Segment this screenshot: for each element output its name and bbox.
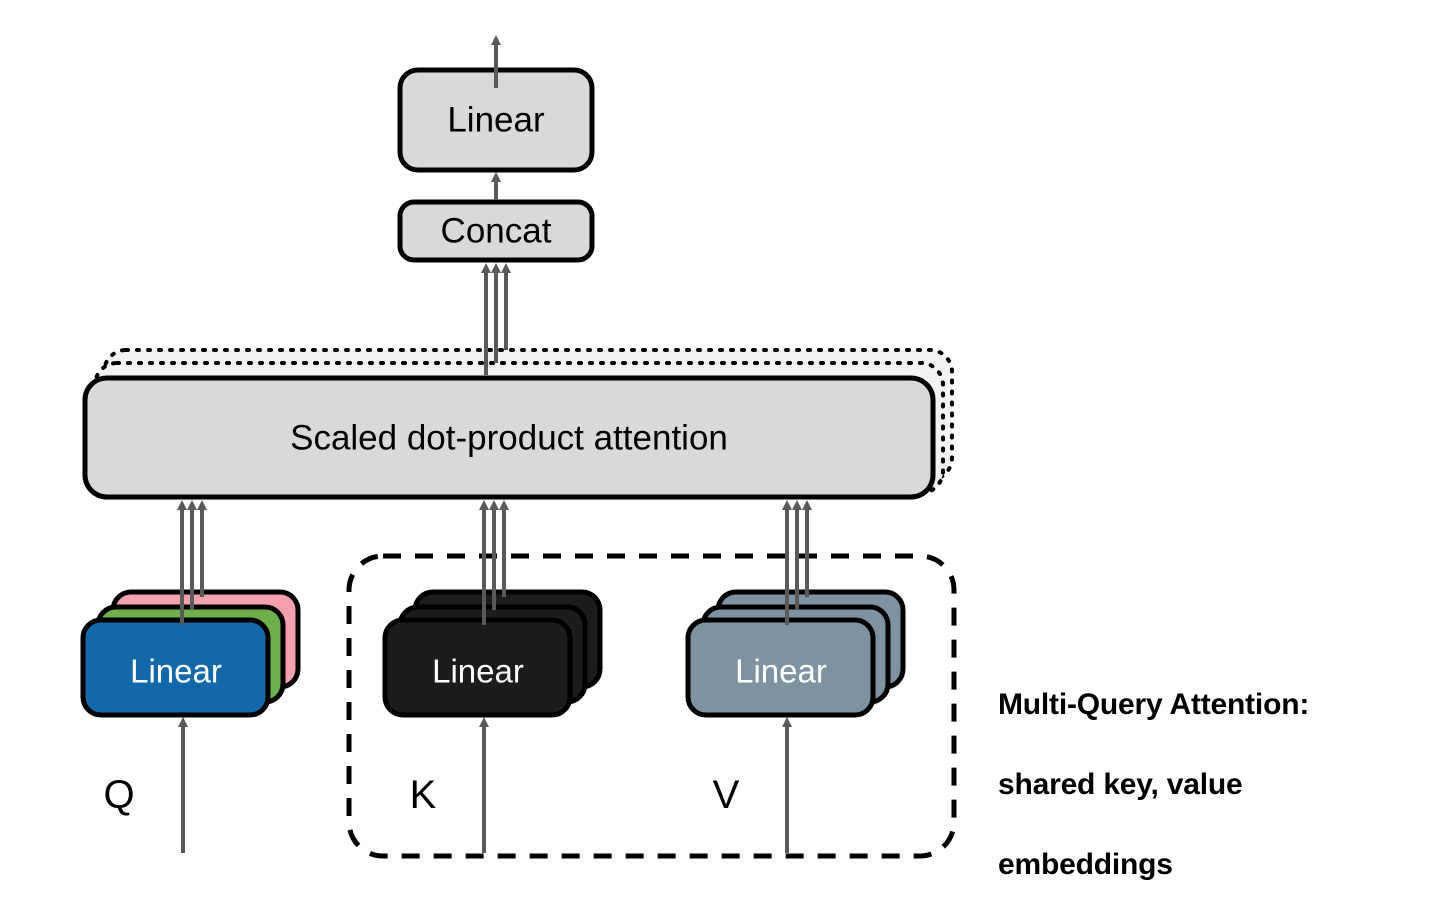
output-linear-label: Linear [447, 100, 545, 139]
projection-v-label: Linear [735, 653, 827, 690]
shared-kv-caption-line1: Multi-Query Attention: [998, 688, 1310, 721]
input-label-v: V [713, 773, 740, 817]
shared-kv-caption: Multi-Query Attention: shared key, value… [998, 645, 1398, 903]
attention-to-concat-arrows [481, 263, 511, 375]
projection-q-label: Linear [130, 653, 222, 690]
shared-kv-caption-line2: shared key, value [998, 768, 1243, 801]
projection-stack-q[interactable]: Linear [80, 589, 301, 718]
projection-k-label: Linear [432, 653, 524, 690]
shared-kv-group-box [346, 553, 957, 859]
attention-block [82, 375, 936, 500]
concat-block-group[interactable]: Concat [397, 199, 595, 263]
output-linear-block-group[interactable]: Linear [397, 67, 595, 173]
projection-stack-v[interactable]: Linear [685, 589, 906, 718]
attention-block-group[interactable]: Scaled dot-product attention [82, 348, 954, 500]
projection-q-layer-1 [80, 617, 271, 718]
projection-v-layer-1 [685, 617, 876, 718]
projection-to-attention-arrows [177, 500, 812, 625]
attention-label: Scaled dot-product attention [290, 418, 728, 457]
projection-k-layer-1 [382, 617, 573, 718]
concat-label: Concat [441, 211, 552, 250]
shared-kv-caption-line3: embeddings [998, 848, 1173, 881]
projection-stack-k[interactable]: Linear [382, 589, 603, 718]
input-label-q: Q [103, 773, 134, 817]
input-label-k: K [410, 773, 437, 817]
concat-block [397, 199, 595, 263]
input-arrows [178, 717, 792, 853]
